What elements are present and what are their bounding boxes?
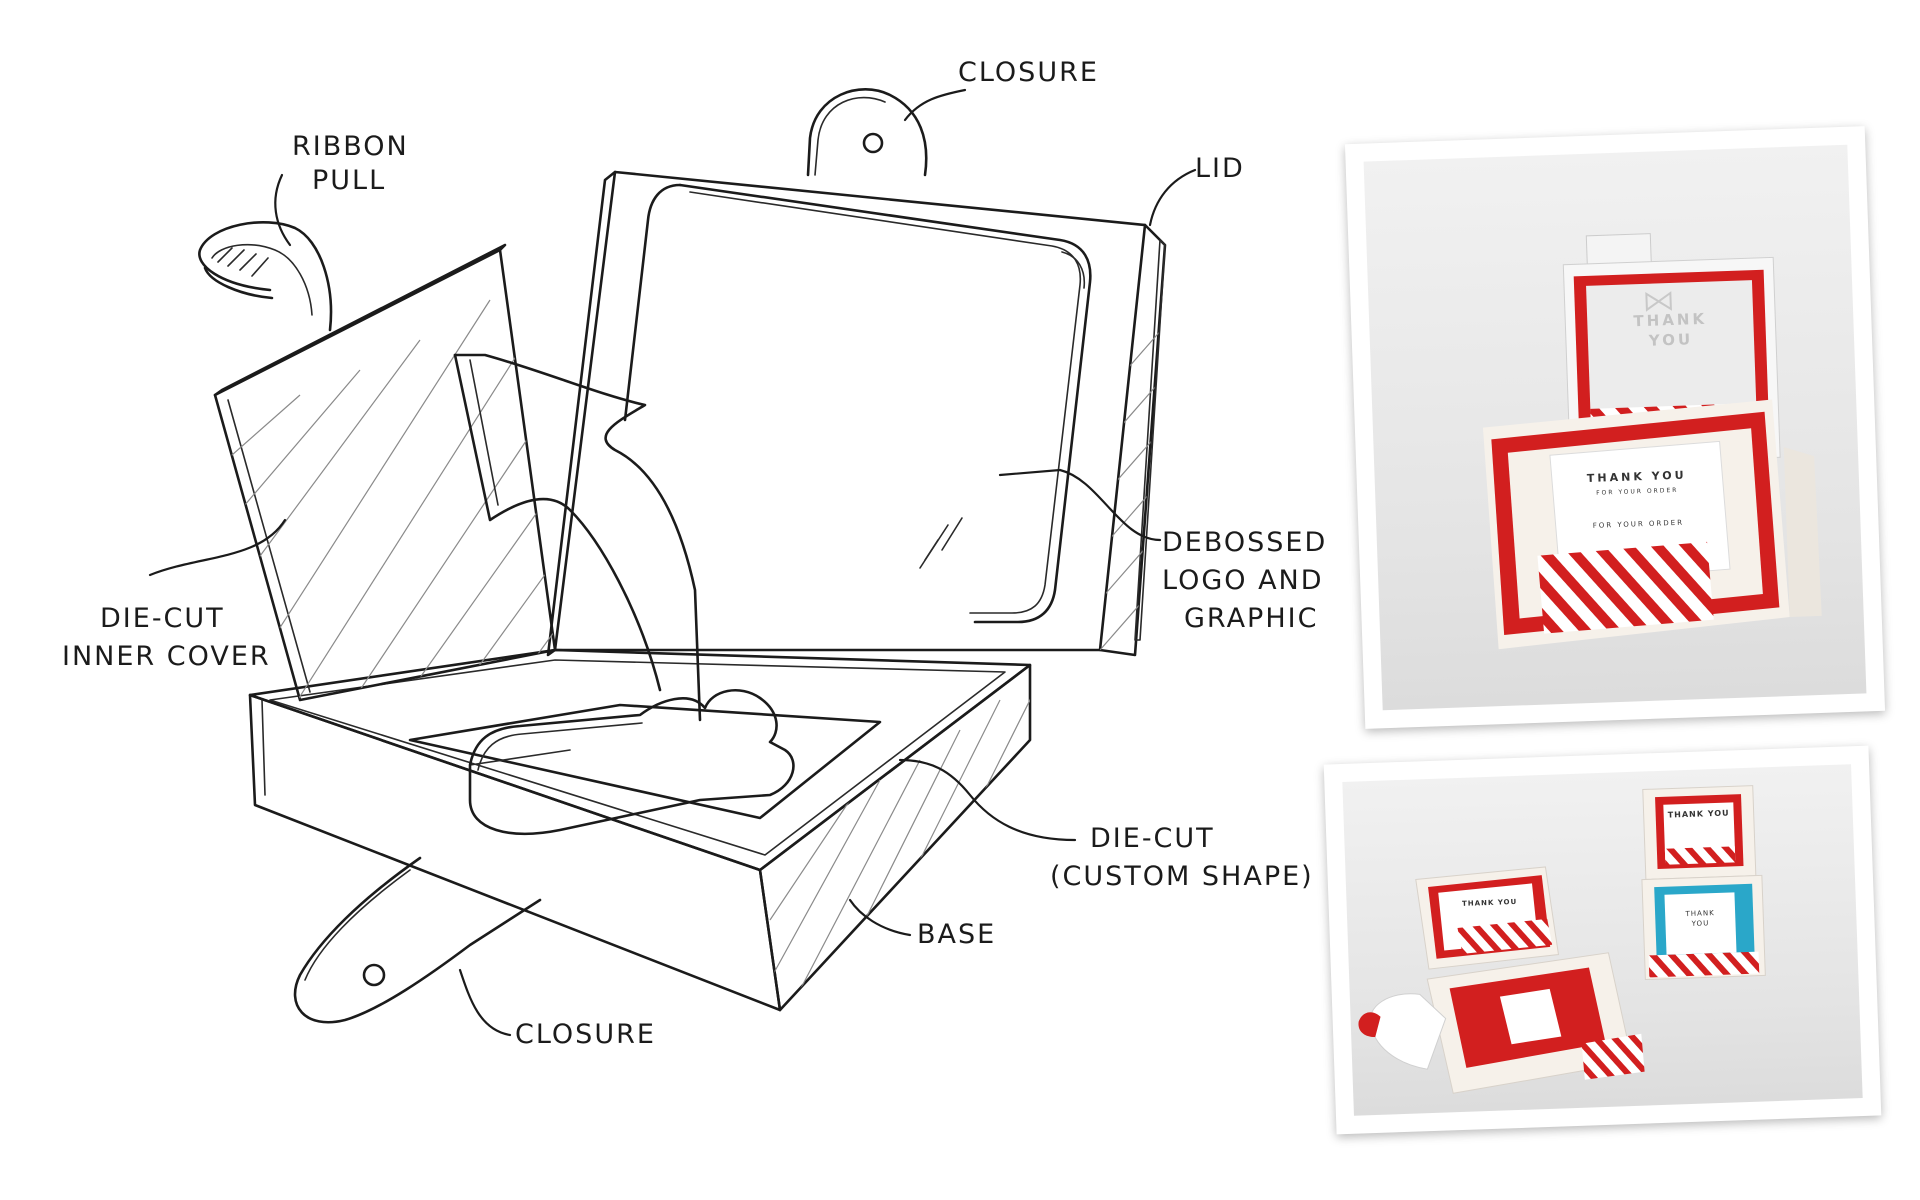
leader-lines: [148, 88, 1197, 1037]
label-base: BASE: [917, 919, 997, 950]
photo-top-scene: THANK YOU THANK YOU FOR YOUR ORDER FOR Y…: [1363, 144, 1867, 711]
lid: [546, 170, 1167, 657]
label-closure-top: CLOSURE: [958, 57, 1099, 88]
label-debossed: DEBOSSED LOGO AND GRAPHIC: [1162, 527, 1328, 634]
closure-tab-top: [806, 88, 928, 177]
label-closure-bottom: CLOSURE: [515, 1019, 656, 1050]
product-photo-top: THANK YOU THANK YOU FOR YOUR ORDER FOR Y…: [1344, 126, 1886, 729]
label-ribbon-pull: RIBBON PULL: [292, 131, 409, 196]
label-die-cut: DIE-CUT (CUSTOM SHAPE): [1050, 823, 1314, 892]
product-photo-bottom: THANK YOU THANK YOU THANK YOU: [1323, 745, 1882, 1135]
ribbon-pull: [198, 221, 333, 332]
label-inner-cover: DIE-CUT INNER COVER: [62, 603, 271, 672]
photo-top-illustration: [1482, 233, 1822, 650]
photo-bottom-scene: THANK YOU THANK YOU THANK YOU: [1342, 764, 1863, 1116]
label-lid: LID: [1195, 153, 1245, 184]
closure-tab-bottom: [293, 856, 542, 1024]
photo-bottom-illustration: [1358, 785, 1766, 1094]
base: [248, 648, 1032, 1012]
